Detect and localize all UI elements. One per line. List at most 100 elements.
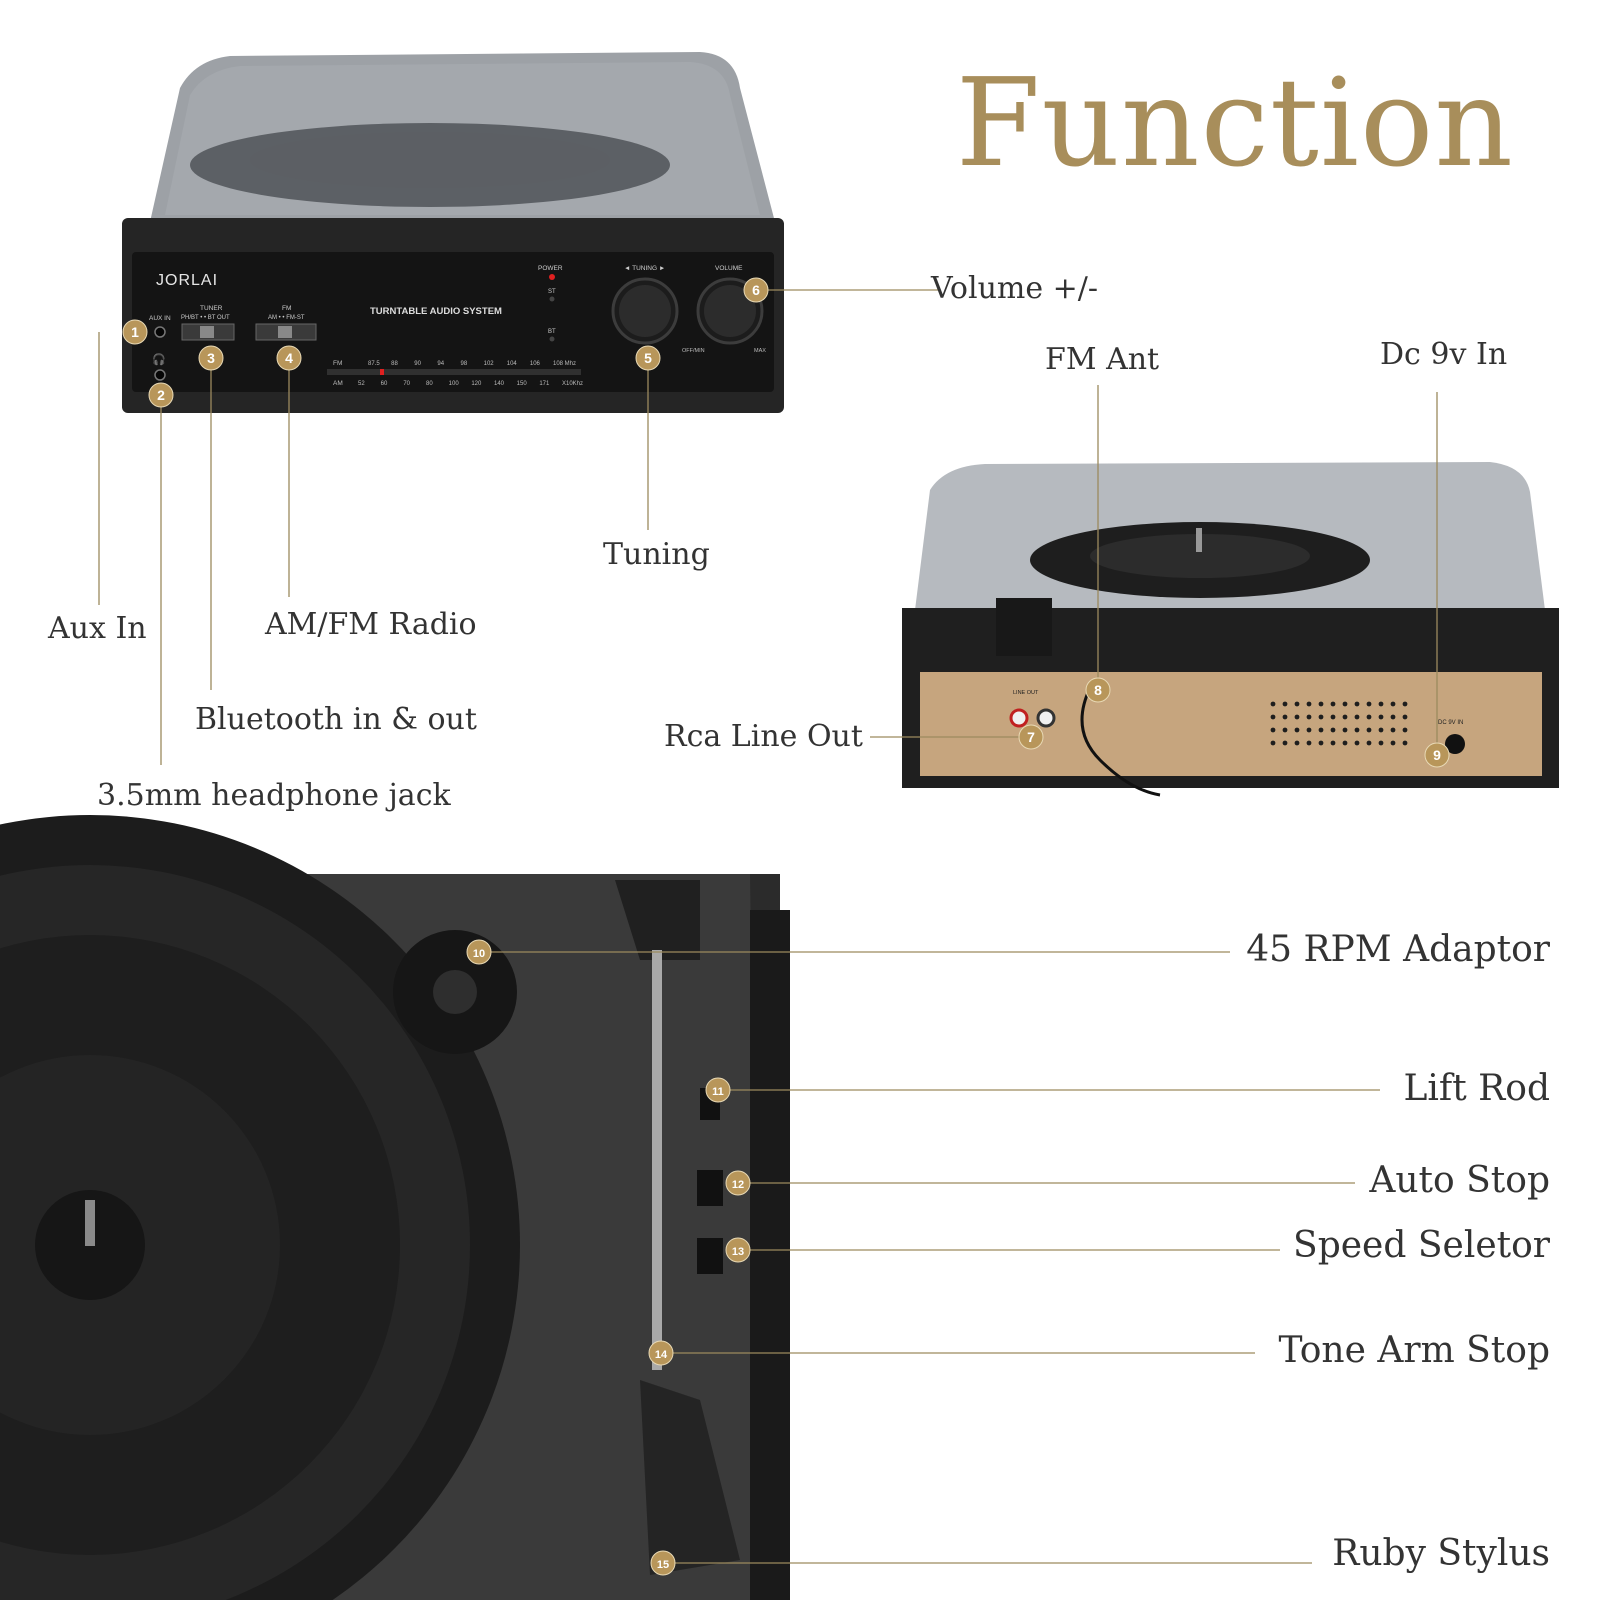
fm-antenna-wire[interactable] — [1080, 687, 1161, 797]
scale-tick-label: 171 — [539, 381, 550, 387]
brand-logo: JORLAI — [156, 272, 218, 289]
speaker-grille — [1270, 701, 1408, 746]
grille-hole — [1270, 727, 1276, 733]
tuning-dial-window — [327, 369, 581, 375]
tuner-modes-label: PH/BT • • BT OUT — [181, 315, 230, 321]
top-turntable-view — [0, 815, 790, 1600]
system-label: TURNTABLE AUDIO SYSTEM — [370, 306, 502, 317]
grille-hole — [1318, 701, 1324, 707]
callout-badge-15: 15 — [650, 1550, 676, 1576]
callout-number: 15 — [657, 1559, 669, 1571]
label-rca-line-out: Rca Line Out — [664, 719, 863, 754]
callout-badge-2: 2 — [148, 382, 174, 408]
callout-badge-14: 14 — [648, 1340, 674, 1366]
scale-tick-label: 60 — [381, 381, 388, 387]
label-auto-stop: Auto Stop — [1369, 1160, 1550, 1201]
grille-hole — [1294, 701, 1300, 707]
callout-badge-3: 3 — [198, 345, 224, 371]
st-label: ST — [548, 289, 556, 295]
headphone-icon: 🎧 — [152, 353, 166, 366]
callout-badge-1: 1 — [122, 319, 148, 345]
tuning-knob-label: ◄ TUNING ► — [624, 265, 665, 272]
callout-badge-12: 12 — [725, 1170, 751, 1196]
callout-number: 4 — [285, 350, 293, 366]
grille-hole — [1282, 714, 1288, 720]
speed-selector-switch[interactable] — [697, 1238, 723, 1274]
grille-hole — [1306, 714, 1312, 720]
callout-badge-7: 7 — [1018, 724, 1044, 750]
grille-hole — [1402, 714, 1408, 720]
callout-number: 3 — [207, 350, 215, 366]
grille-hole — [1390, 701, 1396, 707]
label-volume: Volume +/- — [931, 271, 1099, 306]
grille-hole — [1306, 727, 1312, 733]
grille-hole — [1294, 740, 1300, 746]
grille-hole — [1354, 727, 1360, 733]
st-indicator — [549, 296, 555, 302]
scale-tick-label: X10Khz — [562, 381, 583, 387]
off-min-label: OFF/MIN — [682, 348, 705, 354]
tuning-knob[interactable] — [619, 285, 671, 337]
callout-number: 6 — [752, 282, 760, 298]
label-speed-selector: Speed Seletor — [1293, 1225, 1550, 1266]
grille-hole — [1342, 714, 1348, 720]
grille-hole — [1402, 740, 1408, 746]
callout-badge-8: 8 — [1085, 677, 1111, 703]
scale-tick-label: 98 — [461, 361, 468, 367]
grille-hole — [1270, 714, 1276, 720]
grille-hole — [1354, 714, 1360, 720]
label-dc-in: Dc 9v In — [1380, 337, 1508, 372]
grille-hole — [1354, 740, 1360, 746]
grille-hole — [1330, 701, 1336, 707]
scale-tick-label: 90 — [414, 361, 421, 367]
grille-hole — [1270, 740, 1276, 746]
label-headphone-jack: 3.5mm headphone jack — [97, 778, 451, 813]
grille-hole — [1330, 727, 1336, 733]
fm-modes-label: AM • • FM-ST — [268, 315, 305, 321]
callout-badge-13: 13 — [725, 1237, 751, 1263]
label-tone-arm-stop: Tone Arm Stop — [1278, 1330, 1550, 1371]
tonearm[interactable] — [652, 950, 662, 1370]
tuning-pointer — [380, 369, 384, 375]
callout-number: 14 — [655, 1349, 668, 1361]
callout-badge-9: 9 — [1424, 742, 1450, 768]
callout-number: 12 — [732, 1179, 744, 1191]
label-fm-ant: FM Ant — [1045, 342, 1160, 377]
grille-hole — [1306, 740, 1312, 746]
callout-number: 11 — [712, 1086, 724, 1098]
scale-tick-label: 70 — [403, 381, 410, 387]
rca-jack-white[interactable] — [1036, 708, 1056, 728]
aux-in-label: AUX IN — [149, 315, 171, 322]
grille-hole — [1282, 701, 1288, 707]
volume-knob[interactable] — [704, 285, 756, 337]
scale-tick-label: 140 — [494, 381, 505, 387]
dc-power-jack[interactable] — [1445, 734, 1465, 754]
callout-badge-6: 6 — [743, 277, 769, 303]
grille-hole — [1318, 740, 1324, 746]
auto-stop-switch[interactable] — [697, 1170, 723, 1206]
grille-hole — [1378, 727, 1384, 733]
callout-number: 13 — [732, 1246, 744, 1258]
label-am-fm-radio: AM/FM Radio — [265, 607, 477, 642]
dc-in-label: DC 9V IN — [1438, 720, 1463, 726]
grille-hole — [1366, 727, 1372, 733]
volume-knob-label: VOLUME — [715, 265, 743, 272]
grille-hole — [1366, 701, 1372, 707]
label-lift-rod: Lift Rod — [1403, 1068, 1550, 1109]
am-scale-prefix: AM — [333, 380, 343, 387]
scale-tick-label: 88 — [391, 361, 398, 367]
headshell — [640, 1380, 740, 1575]
label-bluetooth: Bluetooth in & out — [195, 702, 477, 737]
callout-number: 1 — [131, 324, 139, 340]
grille-hole — [1342, 727, 1348, 733]
grille-hole — [1282, 727, 1288, 733]
aux-in-jack[interactable] — [154, 326, 166, 338]
headphone-jack[interactable] — [154, 369, 166, 381]
scale-tick-label: 80 — [426, 381, 433, 387]
grille-hole — [1318, 727, 1324, 733]
callout-number: 5 — [644, 350, 652, 366]
rca-jack-red[interactable] — [1009, 708, 1029, 728]
